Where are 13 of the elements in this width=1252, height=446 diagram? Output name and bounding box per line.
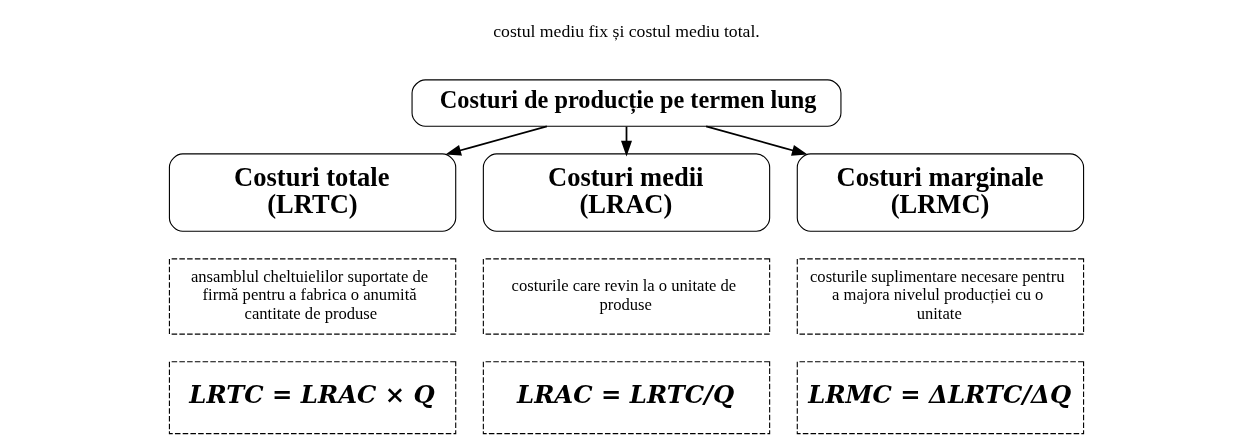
node-box: costurile suplimentare necesare pentru a majora nivelul producției cu o unitate	[796, 258, 1084, 335]
arrow	[704, 125, 808, 156]
node-box: LRMC = ΔLRTC/ΔQ	[796, 361, 1084, 435]
label: costul mediu fix și costul mediu total.	[492, 20, 760, 41]
node-box: Costuri de producție pe termen lung	[411, 79, 841, 127]
node-box: Costuri totale (LRTC)	[168, 153, 456, 232]
node-box: LRTC = LRAC × Q	[168, 361, 456, 435]
node-box: LRAC = LRTC/Q	[482, 361, 770, 435]
arrow	[444, 125, 548, 156]
node-box: ansamblul cheltuielilor suportate de firmă pentru a fabrica o anumită cantitate de produse	[168, 258, 456, 335]
node-box: Costuri marginale (LRMC)	[796, 153, 1084, 232]
node-box: Costuri medii (LRAC)	[482, 153, 770, 232]
node-box: costurile care revin la o unitate de produse	[482, 258, 770, 335]
